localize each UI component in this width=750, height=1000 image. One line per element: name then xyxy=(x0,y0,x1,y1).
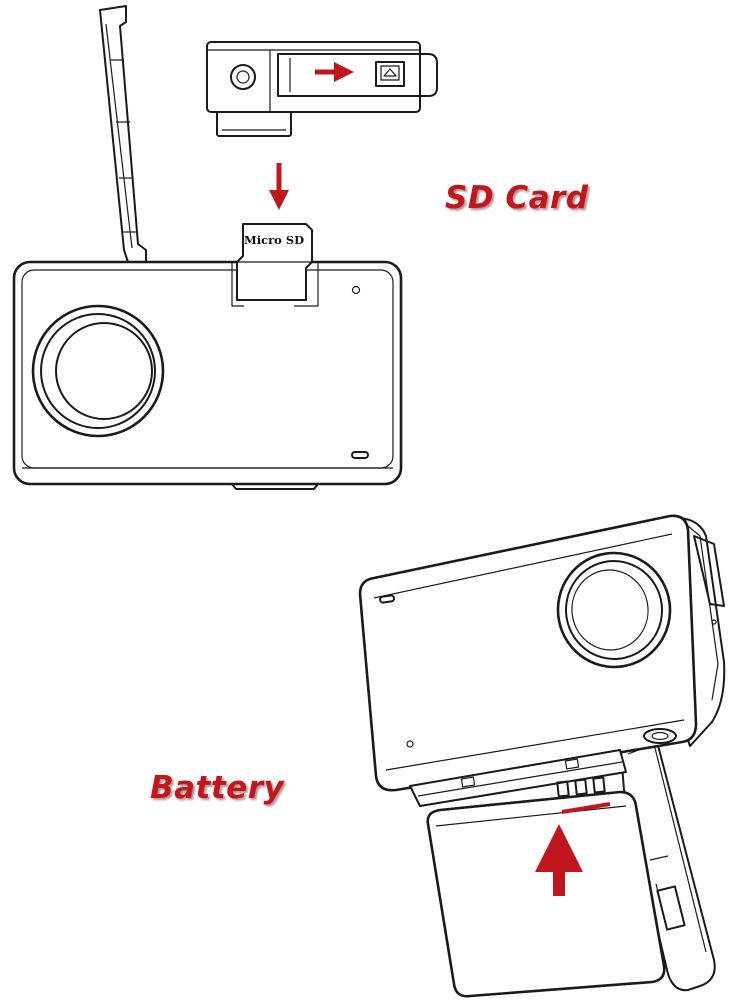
sd-side-door xyxy=(99,5,147,263)
battery-pack xyxy=(426,776,666,998)
micro-sd-label: Micro SD xyxy=(244,233,305,247)
battery-camera-body xyxy=(358,514,726,807)
micro-sd-card xyxy=(236,223,313,301)
sd-camera-top-view xyxy=(206,41,438,137)
battery-title: Battery xyxy=(150,770,285,806)
contact-highlight-line xyxy=(561,802,611,814)
sd-card-title: SD Card xyxy=(445,180,589,216)
lens-icon xyxy=(31,304,165,438)
lens-icon xyxy=(556,551,672,669)
sd-camera-front-view xyxy=(12,260,403,490)
